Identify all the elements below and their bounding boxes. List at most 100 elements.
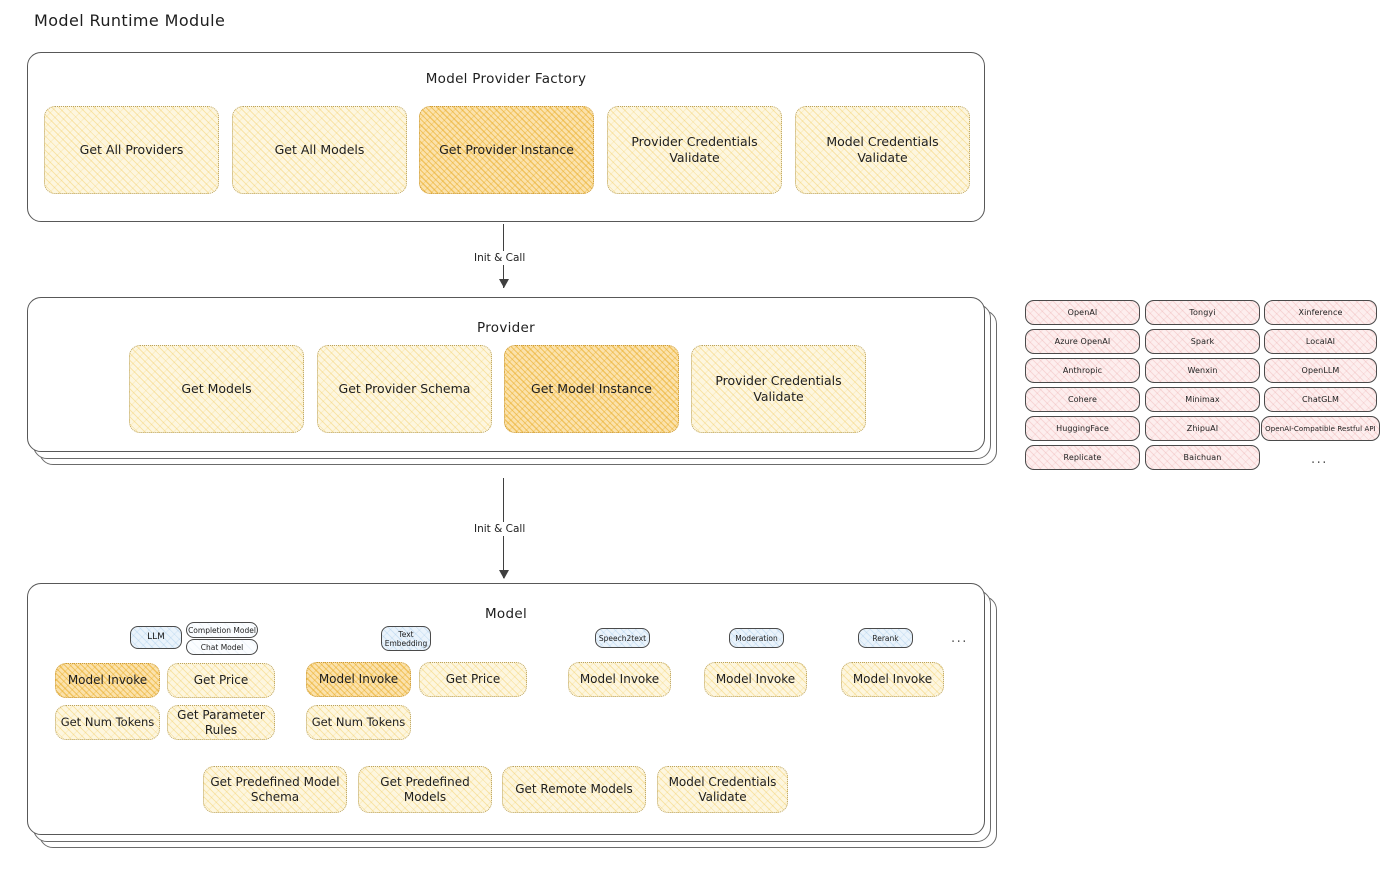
op-rerank-model-invoke[interactable]: Model Invoke [841, 662, 944, 697]
chip-label: Wenxin [1187, 366, 1218, 375]
op-model-credentials-validate[interactable]: Model Credentials Validate [795, 106, 970, 194]
provider-chip-anthropic[interactable]: Anthropic [1025, 358, 1140, 383]
op-llm-get-price[interactable]: Get Price [167, 663, 275, 698]
model-provider-factory-title: Model Provider Factory [425, 71, 587, 87]
provider-chip-replicate[interactable]: Replicate [1025, 445, 1140, 470]
arrow-factory-to-provider-head [499, 279, 509, 288]
chip-label: Xinference [1298, 308, 1343, 317]
op-text-embedding-get-num-tokens[interactable]: Get Num Tokens [306, 705, 411, 740]
op-moderation-model-invoke[interactable]: Model Invoke [704, 662, 807, 697]
op-label: Model Invoke [67, 673, 148, 687]
provider-chip-wenxin[interactable]: Wenxin [1145, 358, 1260, 383]
model-subtype-chat-model[interactable]: Chat Model [186, 639, 258, 655]
op-text-embedding-get-price[interactable]: Get Price [419, 662, 527, 697]
provider-chip-tongyi[interactable]: Tongyi [1145, 300, 1260, 325]
op-get-provider-instance[interactable]: Get Provider Instance [419, 106, 594, 194]
op-get-models[interactable]: Get Models [129, 345, 304, 433]
op-get-predefined-model-schema[interactable]: Get Predefined Model Schema [203, 766, 347, 813]
op-provider-credentials-validate-2[interactable]: Provider Credentials Validate [691, 345, 866, 433]
op-label: Get Price [193, 673, 249, 687]
op-get-all-providers[interactable]: Get All Providers [44, 106, 219, 194]
provider-chip-spark[interactable]: Spark [1145, 329, 1260, 354]
op-label: Get All Models [274, 142, 365, 158]
op-model-credentials-validate-2[interactable]: Model Credentials Validate [657, 766, 788, 813]
op-label: Model Invoke [318, 672, 399, 686]
op-label: Get Predefined Model Schema [210, 774, 340, 804]
op-text-embedding-model-invoke[interactable]: Model Invoke [306, 662, 411, 697]
provider-chip-cohere[interactable]: Cohere [1025, 387, 1140, 412]
chip-label: Anthropic [1062, 366, 1103, 375]
op-label: Get Remote Models [515, 782, 633, 796]
model-subtype-completion-model[interactable]: Completion Model [186, 622, 258, 638]
op-label: Provider Credentials Validate [715, 373, 842, 404]
op-label: Get Provider Schema [338, 381, 471, 397]
model-type-speech2text[interactable]: Speech2text [595, 628, 650, 648]
provider-chip-chatglm[interactable]: ChatGLM [1264, 387, 1377, 412]
op-label: Model Invoke [579, 672, 660, 686]
op-llm-get-parameter-rules[interactable]: Get Parameter Rules [167, 705, 275, 740]
provider-chip-minimax[interactable]: Minimax [1145, 387, 1260, 412]
chip-label: OpenAI [1067, 308, 1098, 317]
provider-chip-baichuan[interactable]: Baichuan [1145, 445, 1260, 470]
op-label: Get Price [445, 672, 501, 686]
chip-label: Speech2text [598, 633, 647, 643]
chip-label: Completion Model [188, 625, 256, 635]
chip-label: Cohere [1067, 395, 1098, 404]
provider-list-more: ... [1311, 452, 1328, 467]
op-speech2text-model-invoke[interactable]: Model Invoke [568, 662, 671, 697]
chip-label: Moderation [735, 633, 778, 643]
provider-chip-huggingface[interactable]: HuggingFace [1025, 416, 1140, 441]
op-llm-get-num-tokens[interactable]: Get Num Tokens [55, 705, 160, 740]
op-label: Get Num Tokens [60, 715, 155, 730]
chip-label: LocalAI [1305, 337, 1336, 346]
op-label: Get Models [181, 381, 252, 397]
chip-label: OpenAI-Compatible Restful API [1265, 424, 1376, 433]
op-get-predefined-models[interactable]: Get Predefined Models [358, 766, 492, 813]
provider-chip-openllm[interactable]: OpenLLM [1264, 358, 1377, 383]
chip-label: Tongyi [1189, 308, 1216, 317]
provider-chip-zhipuai[interactable]: ZhipuAI [1145, 416, 1260, 441]
op-llm-model-invoke[interactable]: Model Invoke [55, 663, 160, 698]
op-get-model-instance[interactable]: Get Model Instance [504, 345, 679, 433]
arrow-provider-to-model-head [499, 570, 509, 579]
provider-chip-localai[interactable]: LocalAI [1264, 329, 1377, 354]
provider-title: Provider [477, 320, 535, 336]
chip-label: Minimax [1185, 395, 1220, 404]
chip-label: Replicate [1063, 453, 1102, 462]
model-type-moderation[interactable]: Moderation [729, 628, 784, 648]
chip-label: Spark [1190, 337, 1215, 346]
chip-label: ChatGLM [1302, 395, 1339, 404]
chip-label: OpenLLM [1301, 366, 1340, 375]
op-label: Model Invoke [852, 672, 933, 686]
page-title: Model Runtime Module [34, 11, 226, 30]
op-get-all-models[interactable]: Get All Models [232, 106, 407, 194]
model-type-rerank[interactable]: Rerank [858, 628, 913, 648]
chip-label: ZhipuAI [1186, 424, 1219, 433]
op-get-remote-models[interactable]: Get Remote Models [502, 766, 646, 813]
provider-chip-openai-compatible-restful-api[interactable]: OpenAI-Compatible Restful API [1261, 416, 1380, 441]
chip-label: Chat Model [200, 642, 244, 652]
op-label: Model Credentials Validate [826, 134, 939, 165]
arrow-factory-to-provider-label: Init & Call [470, 251, 530, 265]
op-label: Get Provider Instance [439, 142, 574, 158]
model-types-more: ... [951, 631, 968, 646]
model-type-llm[interactable]: LLM [130, 626, 182, 649]
op-label: Get All Providers [79, 142, 184, 158]
chip-label: Baichuan [1183, 453, 1222, 462]
op-provider-credentials-validate[interactable]: Provider Credentials Validate [607, 106, 782, 194]
chip-label: Azure OpenAI [1054, 337, 1111, 346]
model-type-text-embedding[interactable]: Text Embedding [381, 626, 431, 651]
model-title: Model [484, 606, 528, 622]
arrow-provider-to-model-label: Init & Call [470, 522, 530, 536]
op-label: Provider Credentials Validate [631, 134, 758, 165]
provider-chip-xinference[interactable]: Xinference [1264, 300, 1377, 325]
op-label: Get Predefined Models [380, 774, 470, 804]
chip-label: Text Embedding [384, 629, 428, 648]
provider-chip-azure-openai[interactable]: Azure OpenAI [1025, 329, 1140, 354]
op-get-provider-schema[interactable]: Get Provider Schema [317, 345, 492, 433]
op-label: Get Num Tokens [311, 715, 406, 730]
provider-chip-openai[interactable]: OpenAI [1025, 300, 1140, 325]
chip-label: LLM [147, 632, 165, 643]
op-label: Get Parameter Rules [177, 707, 265, 737]
